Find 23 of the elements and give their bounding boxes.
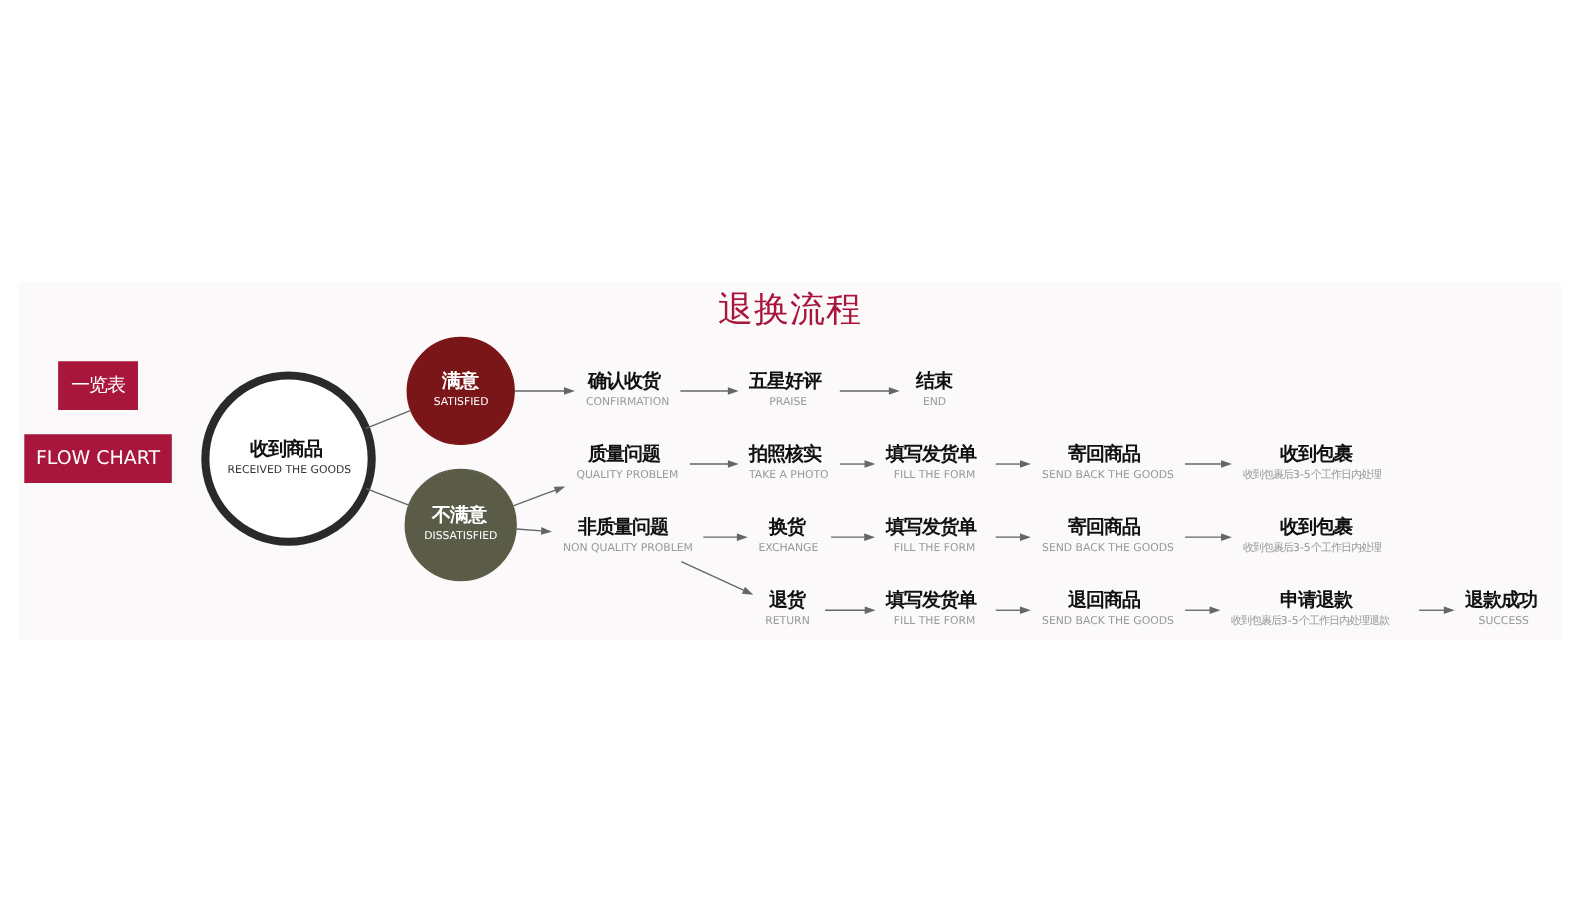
arrow: [830, 532, 876, 540]
arrow: [513, 386, 575, 394]
arrow: [839, 459, 876, 467]
arrow: [1184, 605, 1221, 614]
label: FLOW CHART: [35, 446, 161, 469]
connector: [365, 408, 412, 429]
arrow: [689, 459, 739, 467]
arrow: [824, 605, 876, 614]
arrow: [1184, 532, 1232, 540]
arrow: [995, 459, 1031, 467]
arrow: [1184, 459, 1232, 467]
label: 一览表: [71, 373, 126, 396]
diagram-title: 退换流程: [718, 289, 862, 330]
connector: [365, 486, 410, 505]
arrow: [1418, 605, 1455, 614]
arrow: [995, 605, 1031, 614]
arrow: [512, 485, 566, 506]
arrow: [702, 532, 748, 540]
arrow: [679, 386, 739, 394]
arrow: [839, 386, 900, 394]
arrow: [515, 526, 552, 534]
arrow: [680, 560, 754, 594]
arrow: [995, 532, 1031, 540]
